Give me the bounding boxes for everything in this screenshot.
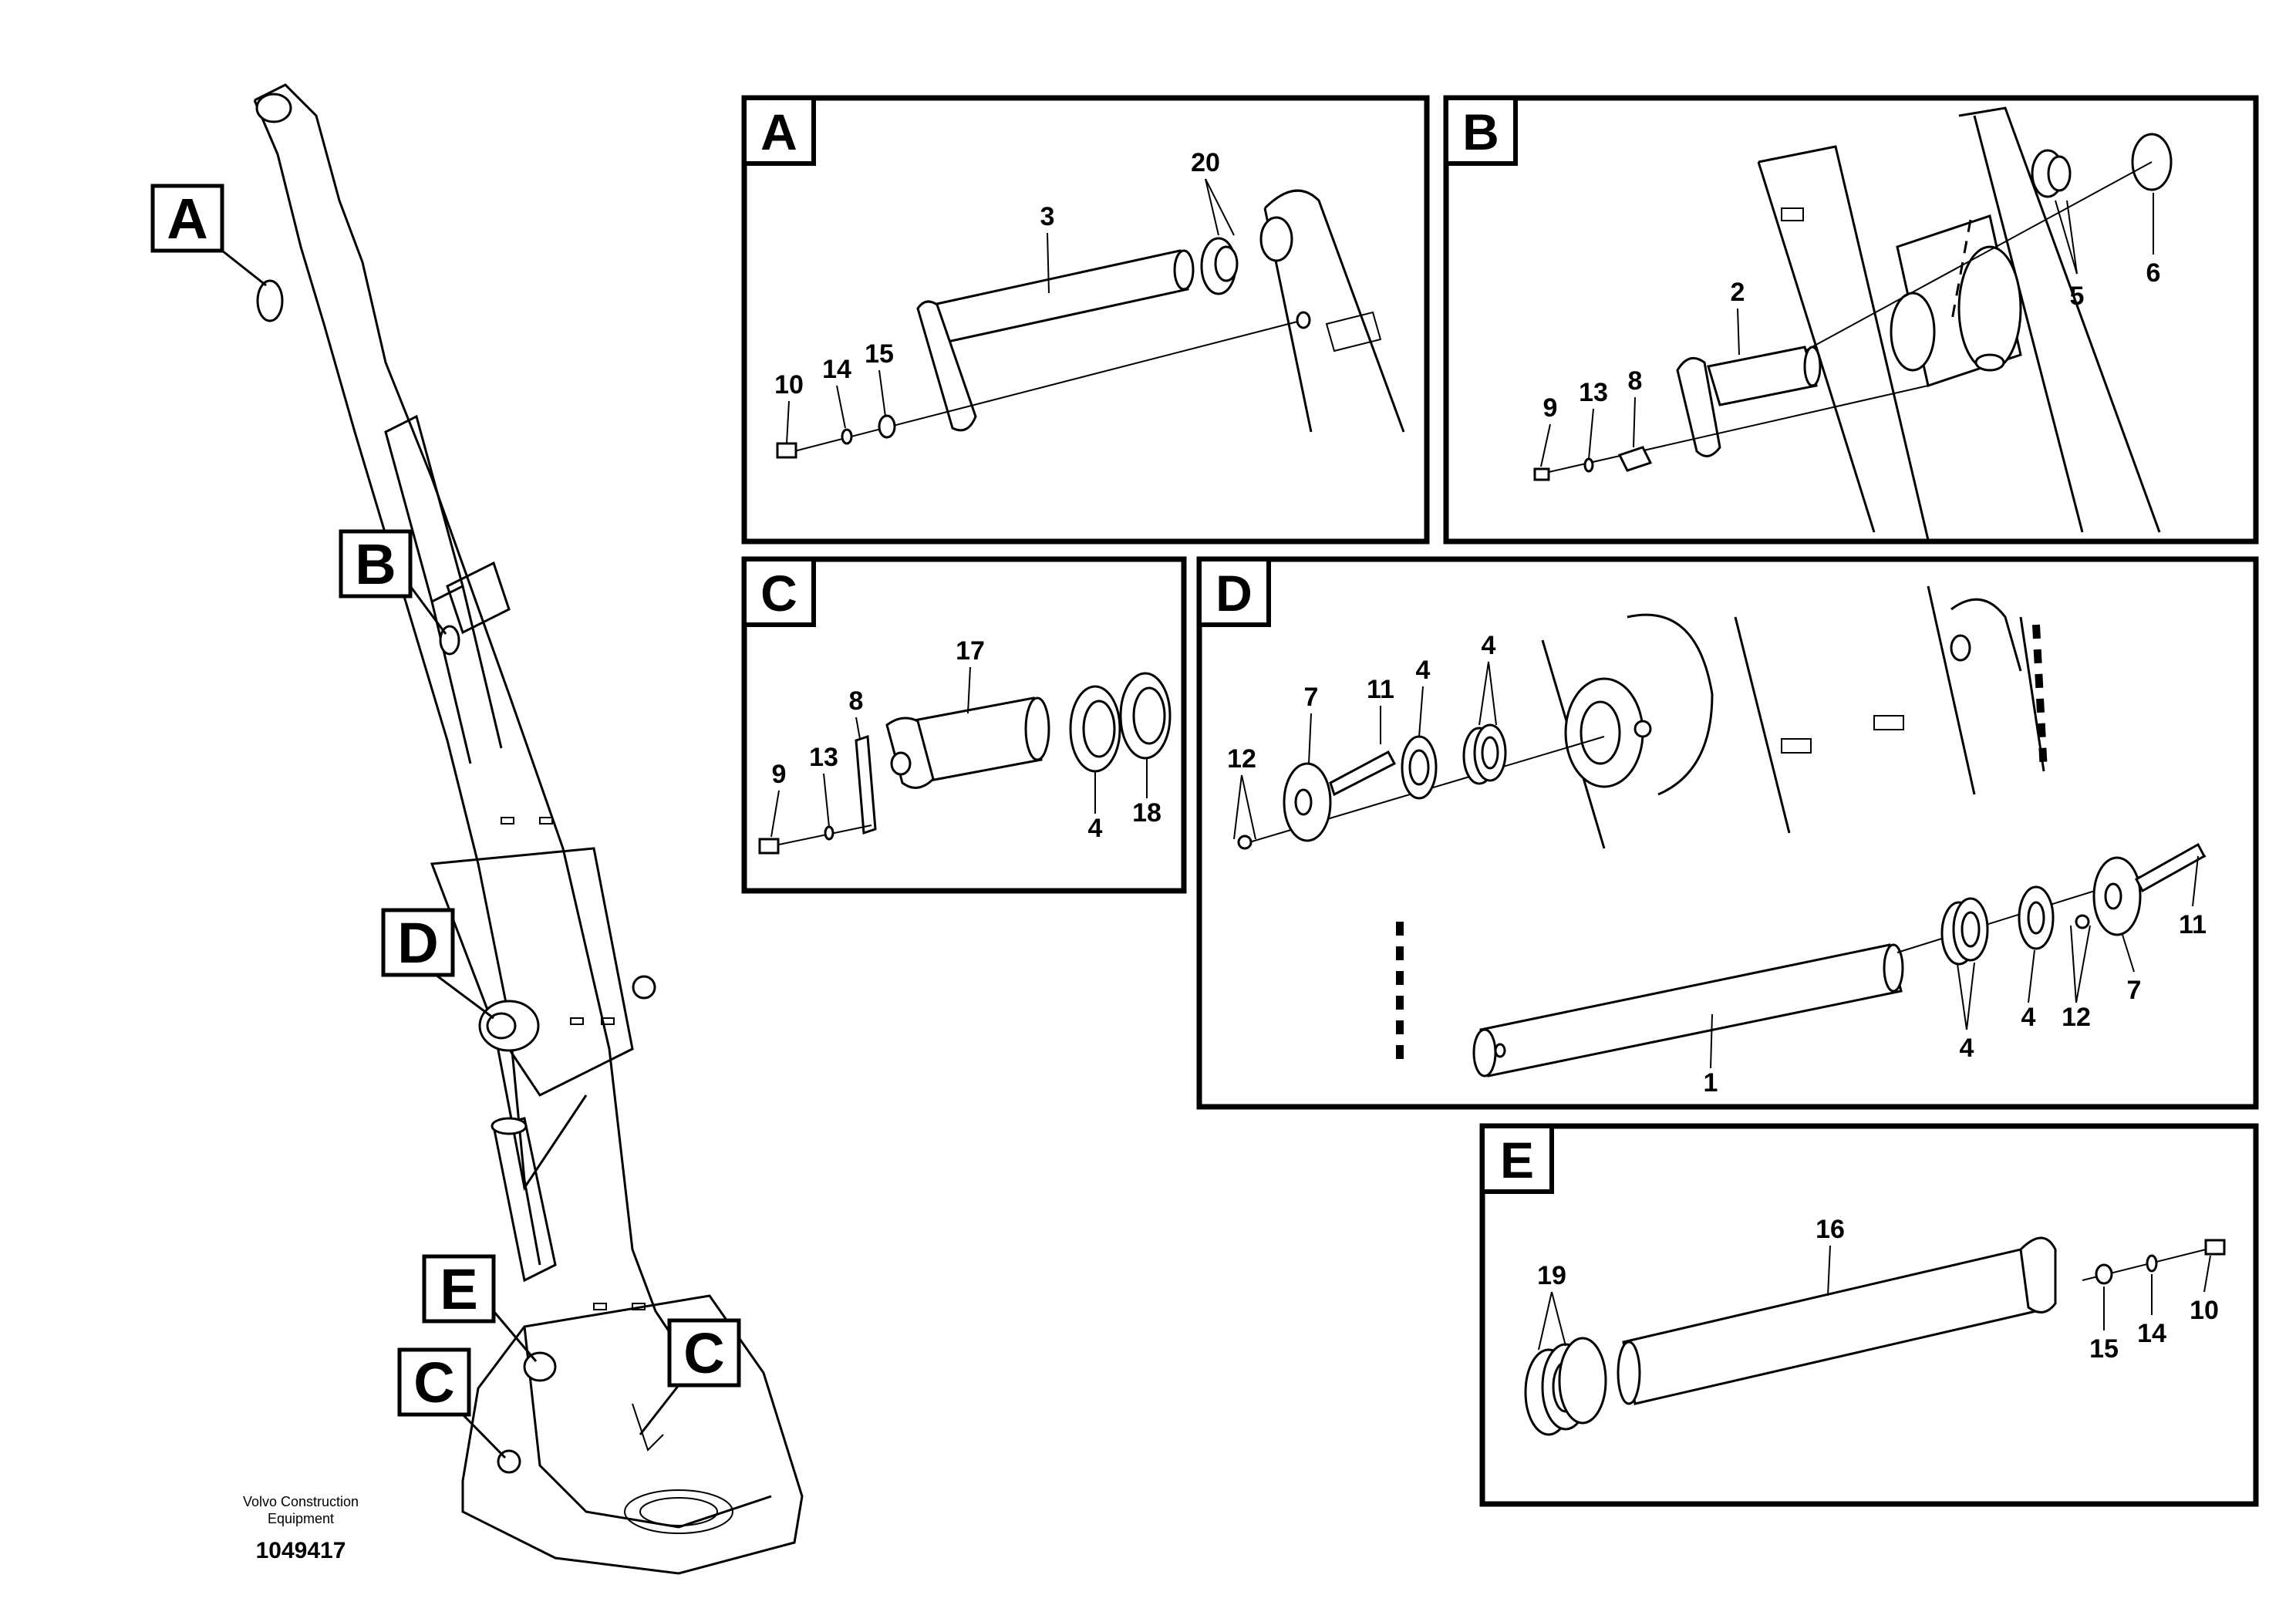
svg-text:10: 10 (774, 370, 804, 400)
svg-text:9: 9 (772, 760, 787, 789)
svg-text:12: 12 (1227, 744, 1256, 774)
brand-line-2: Equipment (267, 1511, 335, 1526)
svg-text:20: 20 (1191, 148, 1220, 177)
brand-label: Volvo Construction Equipment (177, 1493, 424, 1527)
document-number: 1049417 (255, 1538, 346, 1563)
svg-text:4: 4 (1960, 1034, 1974, 1063)
svg-text:13: 13 (809, 743, 838, 772)
svg-text:13: 13 (1579, 378, 1608, 407)
overview-tag-d: D (381, 908, 494, 1020)
svg-text:8: 8 (849, 686, 864, 716)
detail-panel-e: E 16 19 15 14 10 (1479, 1123, 2259, 1507)
svg-text:9: 9 (1543, 393, 1558, 423)
svg-text:5: 5 (2070, 282, 2085, 311)
svg-text:10: 10 (2190, 1296, 2219, 1325)
svg-text:14: 14 (2137, 1319, 2166, 1348)
svg-text:18: 18 (1132, 798, 1161, 828)
svg-text:15: 15 (865, 339, 894, 369)
svg-text:17: 17 (956, 636, 985, 666)
svg-text:16: 16 (1816, 1215, 1845, 1244)
svg-text:1: 1 (1704, 1068, 1718, 1098)
detail-panel-a: A 20 3 10 14 15 (741, 95, 1430, 545)
svg-text:B: B (355, 532, 396, 596)
svg-text:C: C (760, 565, 797, 622)
svg-text:15: 15 (2089, 1334, 2119, 1364)
detail-panel-c: C 17 8 9 13 4 18 (741, 556, 1187, 894)
svg-text:19: 19 (1537, 1261, 1566, 1290)
svg-text:2: 2 (1731, 278, 1745, 307)
svg-text:4: 4 (2021, 1003, 2036, 1032)
overview-tag-b: B (339, 529, 447, 635)
overview-tag-a: A (150, 184, 267, 287)
svg-text:4: 4 (1482, 631, 1496, 660)
detail-panel-d: D (1196, 556, 2259, 1110)
svg-text:A: A (760, 103, 797, 160)
overview-tag-c-right: C (639, 1318, 741, 1435)
boom-overview-drawing (253, 83, 804, 1575)
svg-text:E: E (1500, 1131, 1534, 1189)
detail-panel-b: B 2 5 6 9 13 (1443, 95, 2259, 545)
svg-text:12: 12 (2062, 1003, 2091, 1032)
svg-text:E: E (440, 1257, 477, 1321)
svg-text:11: 11 (2179, 910, 2207, 939)
svg-text:8: 8 (1628, 366, 1643, 396)
brand-line-1: Volvo Construction (242, 1494, 359, 1509)
svg-text:4: 4 (1088, 814, 1103, 843)
svg-text:7: 7 (1304, 683, 1319, 712)
overview-tag-e: E (422, 1254, 538, 1362)
svg-text:4: 4 (1416, 656, 1431, 685)
svg-text:14: 14 (822, 355, 851, 384)
overview-tag-c-left: C (397, 1347, 507, 1459)
svg-text:D: D (397, 911, 438, 975)
svg-text:C: C (413, 1351, 454, 1415)
svg-text:11: 11 (1367, 675, 1394, 704)
svg-text:3: 3 (1040, 202, 1055, 231)
svg-text:A: A (167, 187, 207, 251)
svg-text:B: B (1462, 103, 1499, 160)
svg-text:7: 7 (2127, 976, 2142, 1005)
svg-text:C: C (683, 1321, 724, 1385)
svg-text:D: D (1215, 565, 1253, 622)
svg-text:6: 6 (2146, 258, 2161, 288)
